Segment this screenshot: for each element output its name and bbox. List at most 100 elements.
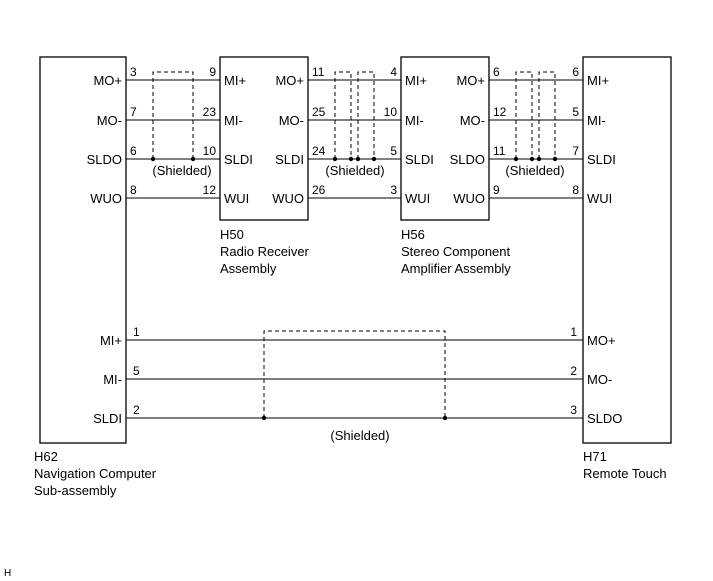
h50-out-terminal-label: MO- bbox=[279, 113, 304, 128]
h71-pin-number: 6 bbox=[572, 65, 579, 79]
shield-outline bbox=[357, 71, 375, 159]
h56-in-terminal-label: WUI bbox=[405, 191, 430, 206]
h71-terminal-label: WUI bbox=[587, 191, 612, 206]
h71-name-line: Remote Touch bbox=[583, 466, 667, 481]
h56-in-pin-number: 4 bbox=[390, 65, 397, 79]
h62-name-line: Navigation Computer bbox=[34, 466, 157, 481]
shield-outline bbox=[152, 71, 194, 159]
h50-out-pin-number: 11 bbox=[312, 65, 325, 79]
h50-in-terminal-label: MI+ bbox=[224, 73, 246, 88]
h62-terminal-label: MO+ bbox=[93, 73, 122, 88]
h71-terminal-label: SLDI bbox=[587, 152, 616, 167]
h56-name-line: Amplifier Assembly bbox=[401, 261, 511, 276]
h50-out-pin-number: 25 bbox=[312, 105, 326, 119]
h71-terminal-label: SLDO bbox=[587, 411, 622, 426]
junction-dot bbox=[150, 156, 156, 162]
h50-in-pin-number: 10 bbox=[203, 144, 217, 158]
h62-terminal-label: SLDO bbox=[87, 152, 122, 167]
h50-out-pin-number: 24 bbox=[312, 144, 326, 158]
h56-in-terminal-label: MI+ bbox=[405, 73, 427, 88]
shield-outline bbox=[515, 71, 533, 159]
h71-code: H71 bbox=[583, 449, 607, 464]
shielded-label: (Shielded) bbox=[325, 163, 384, 178]
h56-code: H56 bbox=[401, 227, 425, 242]
h71-terminal-label: MI+ bbox=[587, 73, 609, 88]
h50-in-pin-number: 23 bbox=[203, 105, 217, 119]
shield-outline bbox=[538, 71, 556, 159]
h56-out-terminal-label: MO+ bbox=[456, 73, 485, 88]
h50-in-terminal-label: MI- bbox=[224, 113, 243, 128]
h71-terminal-label: MI- bbox=[587, 113, 606, 128]
h71-pin-number: 2 bbox=[570, 364, 577, 378]
h62-pin-number: 5 bbox=[133, 364, 140, 378]
h62-code: H62 bbox=[34, 449, 58, 464]
h50-out-terminal-label: WUO bbox=[272, 191, 304, 206]
shield-group-3 bbox=[513, 71, 558, 162]
h56-out-pin-number: 12 bbox=[493, 105, 507, 119]
h62-pin-number: 8 bbox=[130, 183, 137, 197]
h62-terminal-label: MI- bbox=[103, 372, 122, 387]
h50-out-terminal-label: MO+ bbox=[275, 73, 304, 88]
h71-pin-number: 3 bbox=[570, 403, 577, 417]
h56-out-terminal-label: MO- bbox=[460, 113, 485, 128]
h71-pin-number: 5 bbox=[572, 105, 579, 119]
figure-tag: H bbox=[4, 568, 11, 579]
h50-in-pin-number: 12 bbox=[203, 183, 217, 197]
h56-in-terminal-label: MI- bbox=[405, 113, 424, 128]
h56-in-pin-number: 10 bbox=[384, 105, 398, 119]
h56-out-pin-number: 6 bbox=[493, 65, 500, 79]
junction-dot bbox=[190, 156, 196, 162]
shielded-label: (Shielded) bbox=[505, 163, 564, 178]
h62-pin-number: 3 bbox=[130, 65, 137, 79]
h62-name-line: Sub-assembly bbox=[34, 483, 117, 498]
junction-dot bbox=[332, 156, 338, 162]
h50-name-line: Radio Receiver bbox=[220, 244, 310, 259]
h56-out-pin-number: 9 bbox=[493, 183, 500, 197]
shield-group-2 bbox=[332, 71, 377, 162]
h50-in-pin-number: 9 bbox=[209, 65, 216, 79]
junction-dot bbox=[529, 156, 535, 162]
h56-out-terminal-label: WUO bbox=[453, 191, 485, 206]
h62-terminal-label: WUO bbox=[90, 191, 122, 206]
h50-in-terminal-label: WUI bbox=[224, 191, 249, 206]
h56-out-terminal-label: SLDO bbox=[450, 152, 485, 167]
h71-pin-number: 8 bbox=[572, 183, 579, 197]
h71-pin-number: 1 bbox=[570, 325, 577, 339]
h56-name-line: Stereo Component bbox=[401, 244, 511, 259]
shielded-label: (Shielded) bbox=[152, 163, 211, 178]
h56-in-terminal-label: SLDI bbox=[405, 152, 434, 167]
h50-name-line: Assembly bbox=[220, 261, 277, 276]
h71-terminal-label: MO- bbox=[587, 372, 612, 387]
h62-terminal-label: MO- bbox=[97, 113, 122, 128]
junction-dot bbox=[552, 156, 558, 162]
h62-pin-number: 1 bbox=[133, 325, 140, 339]
h62-pin-number: 2 bbox=[133, 403, 140, 417]
junction-dot bbox=[355, 156, 361, 162]
h56-in-pin-number: 3 bbox=[390, 183, 397, 197]
junction-dot bbox=[261, 415, 267, 421]
h50-code: H50 bbox=[220, 227, 244, 242]
h50-box bbox=[219, 56, 309, 221]
junction-dot bbox=[348, 156, 354, 162]
h62-terminal-label: SLDI bbox=[93, 411, 122, 426]
shield-outline bbox=[334, 71, 352, 159]
bus-wires bbox=[126, 79, 583, 199]
h71-box bbox=[582, 56, 672, 444]
junction-dot bbox=[513, 156, 519, 162]
h62-box bbox=[39, 56, 127, 444]
h56-out-pin-number: 11 bbox=[493, 144, 506, 158]
junction-dot bbox=[536, 156, 542, 162]
shield-group-bottom bbox=[261, 330, 448, 421]
direct-wires bbox=[126, 339, 583, 419]
h62-pin-number: 7 bbox=[130, 105, 137, 119]
junction-dot bbox=[371, 156, 377, 162]
h71-pin-number: 7 bbox=[572, 144, 579, 158]
h50-in-terminal-label: SLDI bbox=[224, 152, 253, 167]
h71-terminal-label: MO+ bbox=[587, 333, 616, 348]
shield-outline bbox=[263, 330, 446, 418]
h62-terminal-label: MI+ bbox=[100, 333, 122, 348]
h56-box bbox=[400, 56, 490, 221]
shielded-label: (Shielded) bbox=[330, 428, 389, 443]
h50-out-pin-number: 26 bbox=[312, 183, 326, 197]
